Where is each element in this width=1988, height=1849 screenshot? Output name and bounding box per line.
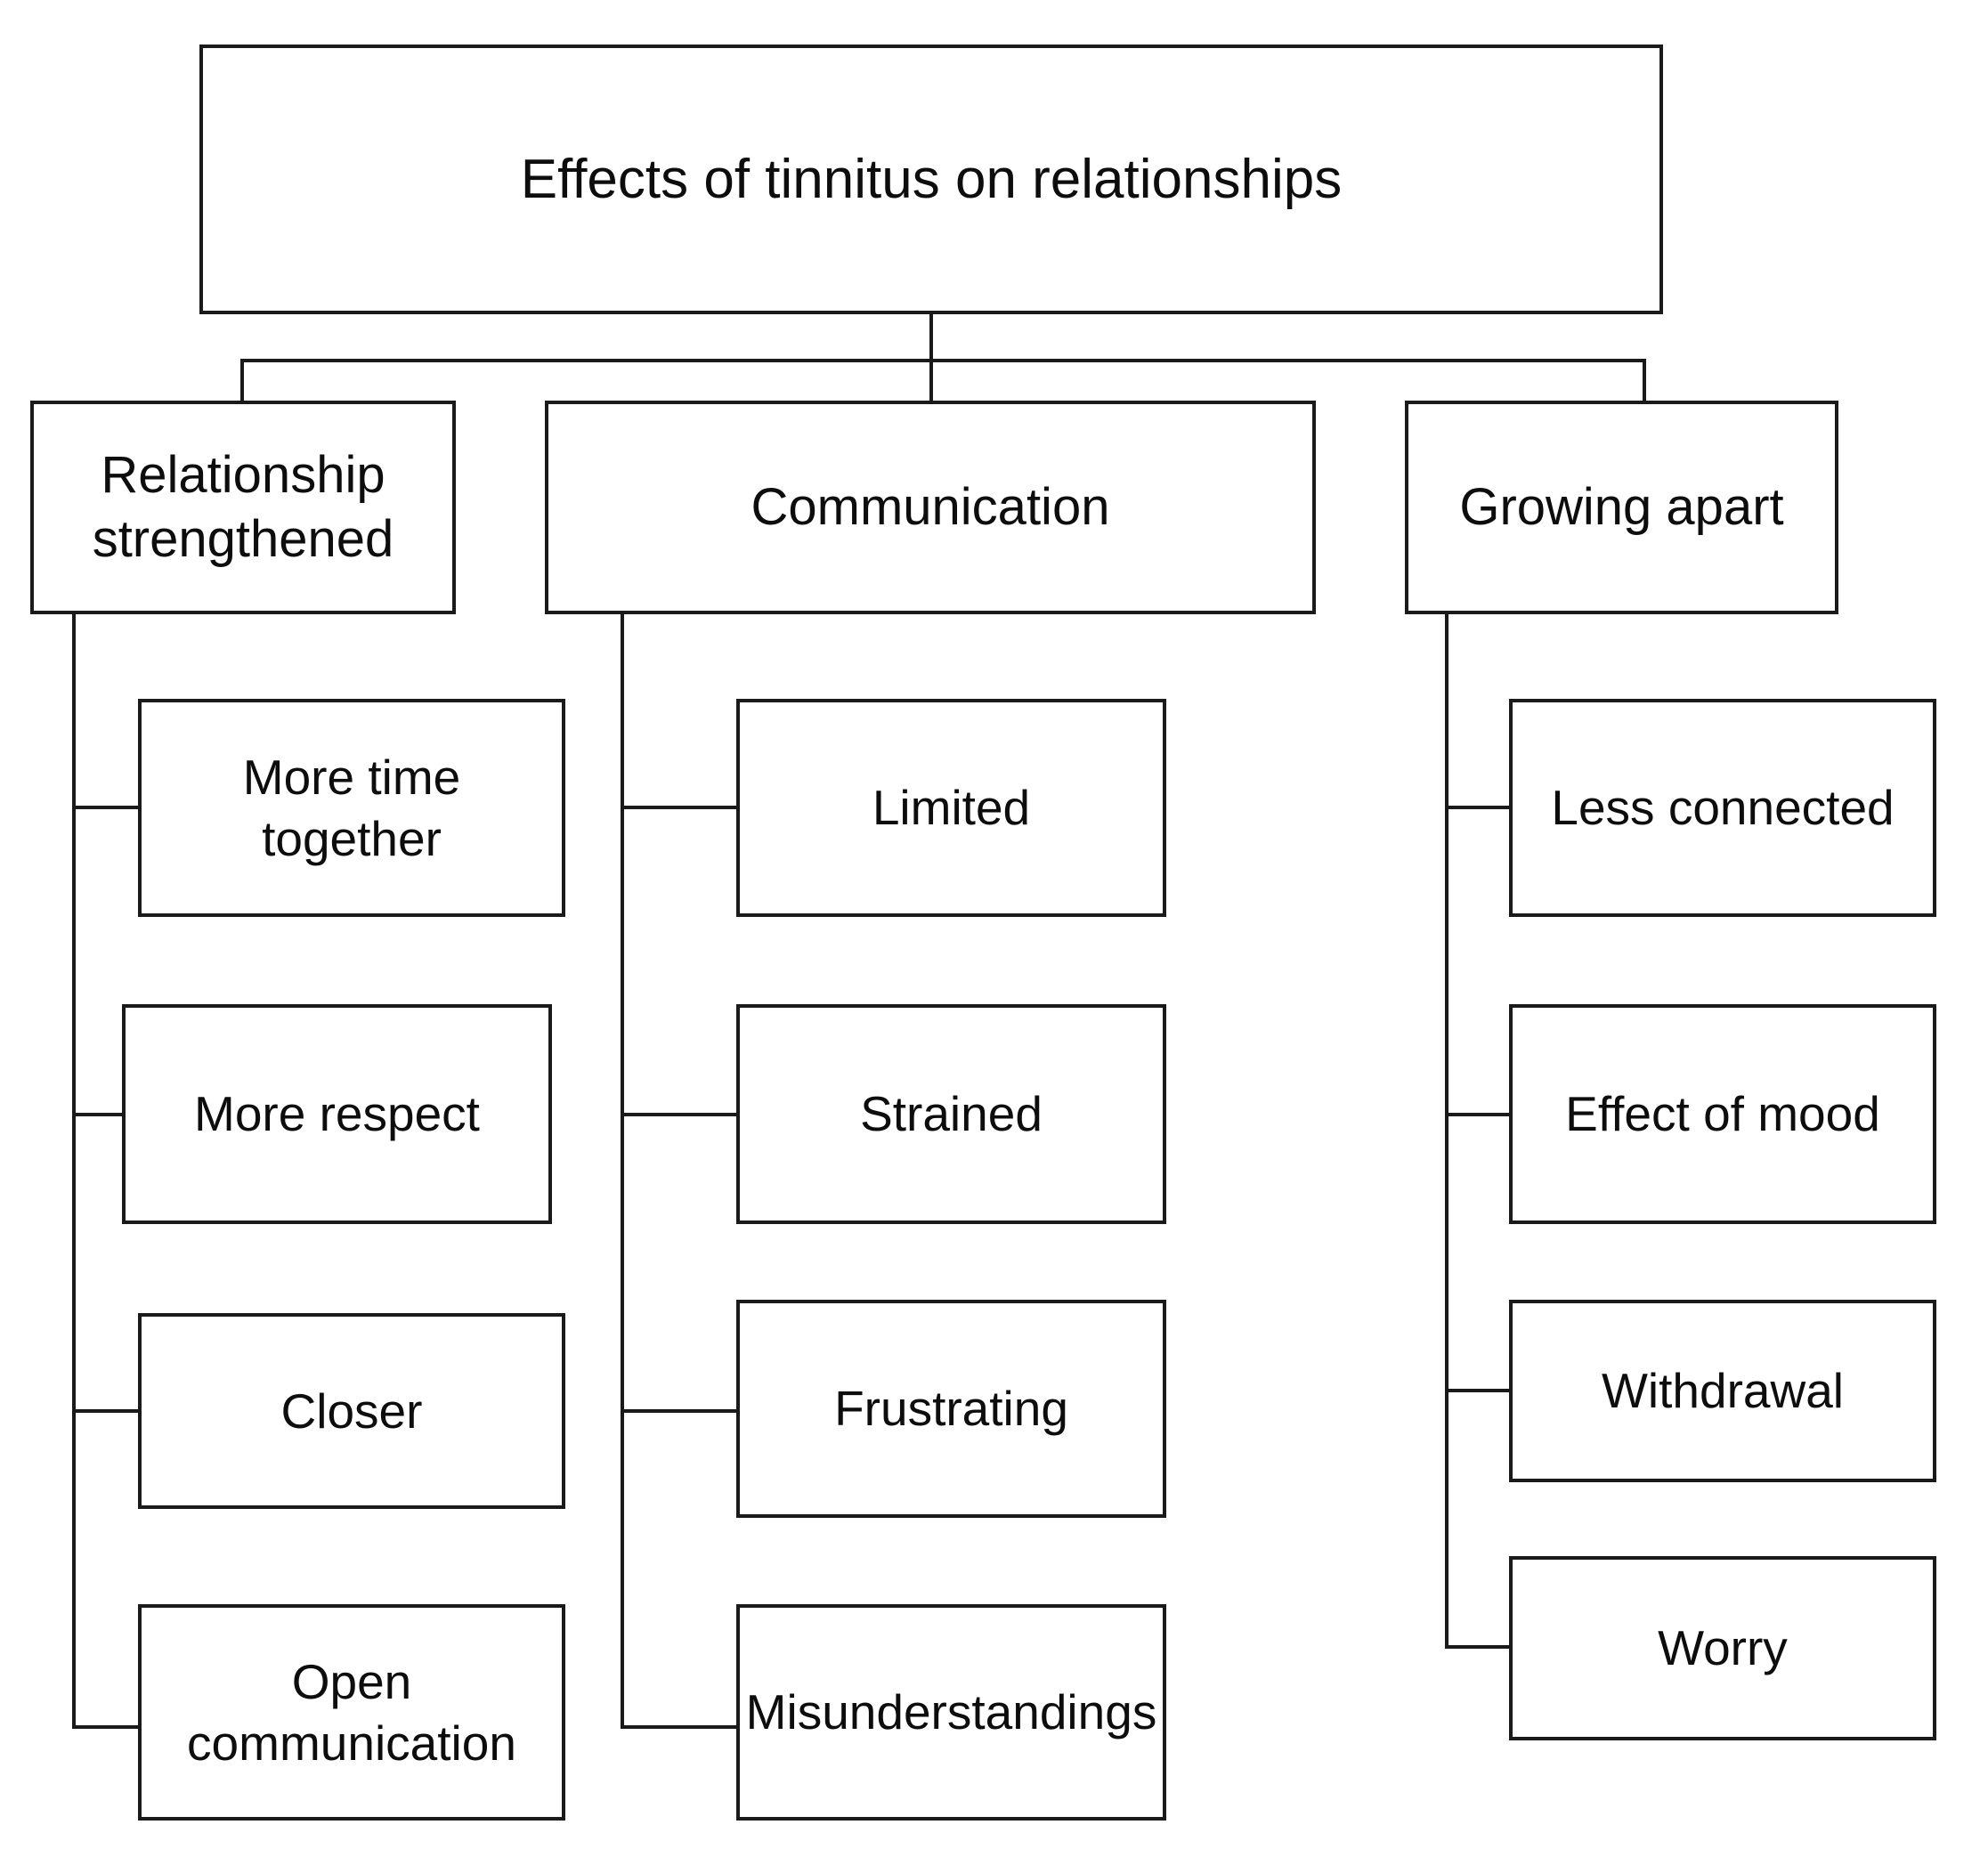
connector-root-bus <box>242 359 1646 362</box>
leaf-node-effect-of-mood: Effect of mood <box>1509 1004 1936 1224</box>
connector-category-2-to-child-3 <box>1445 1645 1511 1649</box>
connector-root-to-category-0 <box>240 359 244 402</box>
connector-spine-category-1 <box>621 614 624 1729</box>
connector-category-2-to-child-2 <box>1445 1389 1511 1392</box>
leaf-node-label: Open communication <box>187 1653 516 1771</box>
connector-spine-category-0 <box>72 614 76 1729</box>
connector-spine-category-2 <box>1445 614 1448 1649</box>
connector-category-2-to-child-0 <box>1445 806 1511 809</box>
leaf-node-open-communication: Open communication <box>138 1604 565 1821</box>
leaf-node-less-connected: Less connected <box>1509 699 1936 917</box>
connector-category-1-to-child-1 <box>621 1113 738 1116</box>
category-node-label: Relationship strengthened <box>92 445 394 569</box>
category-node-label: Growing apart <box>1459 477 1784 536</box>
connector-category-2-to-child-1 <box>1445 1113 1511 1116</box>
leaf-node-limited: Limited <box>736 699 1166 917</box>
category-node-label: Communication <box>751 477 1110 536</box>
connector-root-stem <box>929 314 933 362</box>
leaf-node-more-respect: More respect <box>122 1004 552 1224</box>
leaf-node-label: Worry <box>1658 1620 1788 1676</box>
leaf-node-more-time-together: More time together <box>138 699 565 917</box>
connector-category-0-to-child-0 <box>72 806 140 809</box>
leaf-node-label: Withdrawal <box>1601 1363 1845 1419</box>
leaf-node-worry: Worry <box>1509 1556 1936 1740</box>
category-node-relationship-strengthened: Relationship strengthened <box>30 401 456 614</box>
leaf-node-withdrawal: Withdrawal <box>1509 1300 1936 1482</box>
connector-category-1-to-child-0 <box>621 806 738 809</box>
leaf-node-label: Limited <box>872 780 1031 836</box>
connector-category-0-to-child-2 <box>72 1409 140 1413</box>
connector-category-1-to-child-2 <box>621 1409 738 1413</box>
connector-root-to-category-2 <box>1643 359 1646 402</box>
root-node-effects-of-tinnitus-on-relationships: Effects of tinnitus on relationships <box>199 45 1663 314</box>
leaf-node-frustrating: Frustrating <box>736 1300 1166 1518</box>
connector-category-0-to-child-3 <box>72 1725 140 1729</box>
leaf-node-label: Strained <box>860 1086 1043 1142</box>
root-node-label: Effects of tinnitus on relationships <box>520 148 1343 210</box>
connector-category-1-to-child-3 <box>621 1725 738 1729</box>
leaf-node-label: More time together <box>242 749 461 866</box>
connector-root-to-category-1 <box>929 359 933 402</box>
leaf-node-label: Misunderstandings <box>745 1684 1157 1740</box>
leaf-node-misunderstandings: Misunderstandings <box>736 1604 1166 1821</box>
leaf-node-label: Effect of mood <box>1565 1086 1880 1142</box>
leaf-node-label: More respect <box>194 1086 480 1142</box>
leaf-node-label: Frustrating <box>834 1381 1068 1437</box>
category-node-growing-apart: Growing apart <box>1405 401 1838 614</box>
leaf-node-closer: Closer <box>138 1313 565 1509</box>
leaf-node-strained: Strained <box>736 1004 1166 1224</box>
category-node-communication: Communication <box>545 401 1316 614</box>
connector-category-0-to-child-1 <box>72 1113 140 1116</box>
leaf-node-label: Less connected <box>1551 780 1895 836</box>
leaf-node-label: Closer <box>280 1383 423 1439</box>
